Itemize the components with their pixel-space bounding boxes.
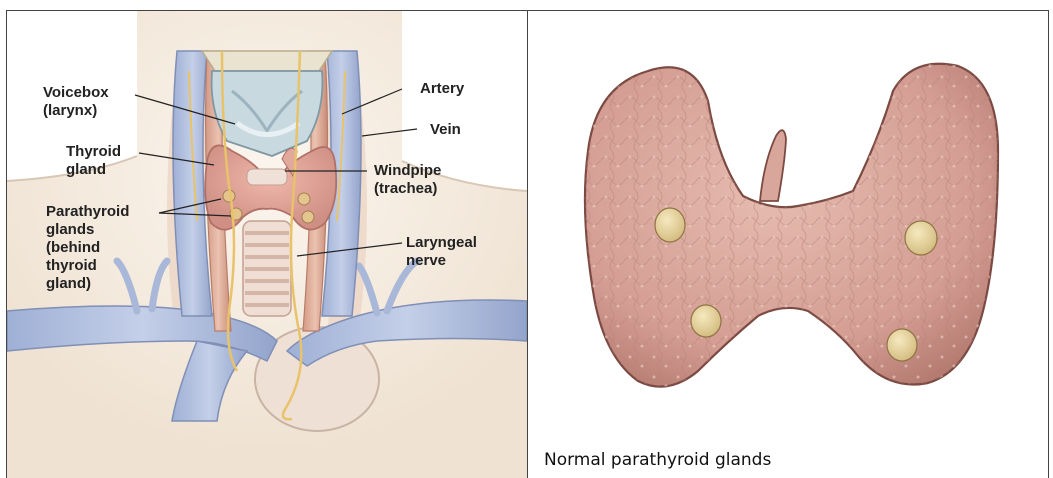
- thyroid-gland-illustration: [585, 64, 998, 387]
- parathyroid-label: Parathyroid glands (behind thyroid gland…: [46, 203, 129, 293]
- figure-caption: Normal parathyroid glands: [544, 450, 771, 470]
- thyroid-parathyroid-illustration: [528, 11, 1048, 478]
- thyroid-label-line-1: Thyroid: [66, 143, 121, 161]
- vein-label-line-1: Vein: [430, 121, 461, 139]
- voicebox-label-line-2: (larynx): [43, 102, 109, 120]
- windpipe-label-line-1: Windpipe: [374, 162, 441, 180]
- parathyroid-nodule: [298, 193, 310, 205]
- artery-label: Artery: [420, 80, 464, 98]
- parathyroid-gland-lower-left: [691, 305, 721, 337]
- artery-label-line-1: Artery: [420, 80, 464, 98]
- parathyroid-panel: [528, 11, 1048, 478]
- vein-label: Vein: [430, 121, 461, 139]
- voicebox-label-line-1: Voicebox: [43, 84, 109, 102]
- parathyroid-gland-upper-left: [655, 208, 685, 242]
- trachea: [243, 221, 291, 316]
- parathyroid-nodule: [302, 211, 314, 223]
- thyroid-label-line-2: gland: [66, 161, 121, 179]
- thyroid-label: Thyroid gland: [66, 143, 121, 179]
- voicebox-label: Voicebox (larynx): [43, 84, 109, 120]
- parathyroid-gland-upper-right: [905, 221, 937, 255]
- laryngeal-label-line-1: Laryngeal: [406, 234, 477, 252]
- parathyroid-label-line-4: thyroid: [46, 257, 129, 275]
- parathyroid-label-line-3: (behind: [46, 239, 129, 257]
- pyramidal-lobe: [760, 130, 786, 201]
- windpipe-label: Windpipe (trachea): [374, 162, 441, 198]
- laryngeal-label: Laryngeal nerve: [406, 234, 477, 270]
- parathyroid-label-line-2: glands: [46, 221, 129, 239]
- frame-border-right: [1048, 10, 1049, 478]
- parathyroid-label-line-1: Parathyroid: [46, 203, 129, 221]
- windpipe-label-line-2: (trachea): [374, 180, 441, 198]
- parathyroid-label-line-5: gland): [46, 275, 129, 293]
- parathyroid-gland-lower-right: [887, 329, 917, 361]
- laryngeal-label-line-2: nerve: [406, 252, 477, 270]
